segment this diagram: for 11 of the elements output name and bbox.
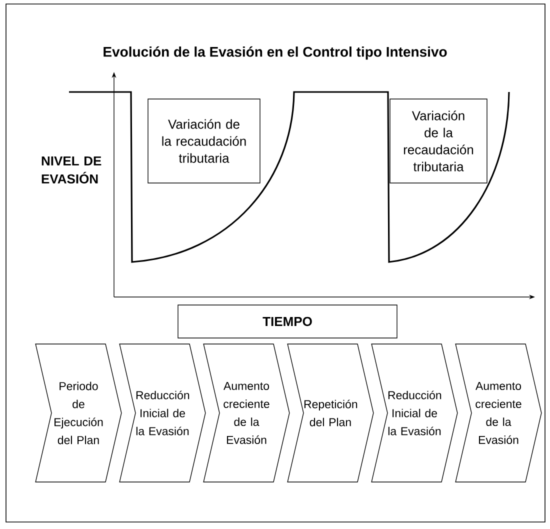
text-box: Variación de la recaudación tributaria bbox=[148, 98, 260, 184]
process-step: Repetición del Plan bbox=[287, 344, 374, 482]
process-step: Reducción Inicial de la Evasión bbox=[371, 344, 458, 482]
process-step: Periodo de Ejecución del Plan bbox=[35, 344, 122, 482]
axis-label: NIVEL DE EVASIÓN bbox=[42, 156, 102, 184]
text-box: TIEMPO bbox=[178, 304, 398, 338]
process-step: Reducción Inicial de la Evasión bbox=[119, 344, 206, 482]
text-box: Variación de la recaudación tributaria bbox=[390, 98, 488, 184]
process-step: Aumento creciente de la Evasión bbox=[455, 344, 542, 482]
title: Evolución de la Evasión en el Control tipo Intensivo bbox=[104, 46, 447, 60]
process-step: Aumento creciente de la Evasión bbox=[203, 344, 290, 482]
